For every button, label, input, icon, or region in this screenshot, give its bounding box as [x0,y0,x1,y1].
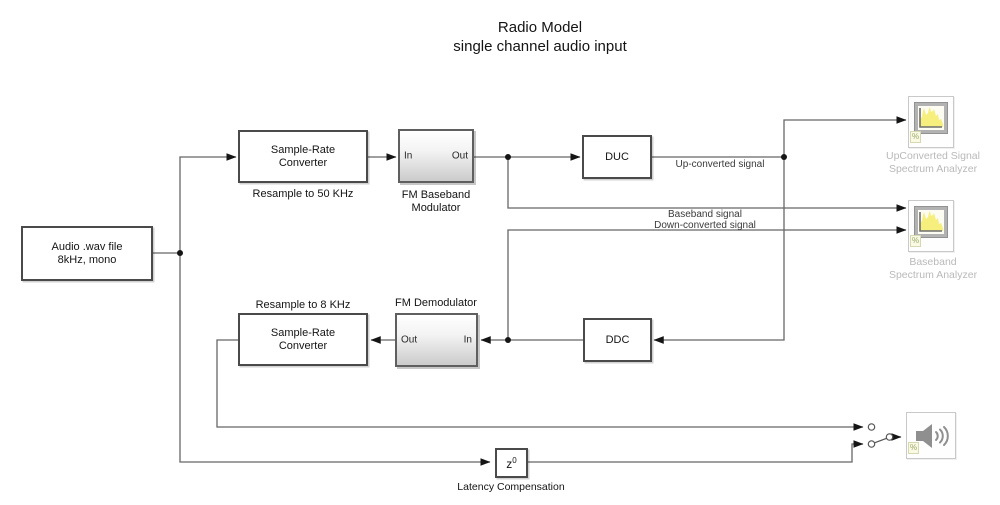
latency-symbol: z0 [506,455,517,471]
audio-source-label-line2: 8kHz, mono [57,253,117,266]
block-upconverted-spectrum-analyzer[interactable]: % [908,96,954,148]
wire-to-ddc [653,157,785,344]
signal-label-up-converted: Up-converted signal [675,159,765,170]
speaker-icon [916,424,949,448]
demodulator-port-out: Out [401,334,418,346]
latency-caption: Latency Compensation [457,481,565,493]
comment-badge-icon: % [910,131,921,143]
comment-badge-icon: % [910,235,921,247]
model-title-line2: single channel audio input [453,38,627,55]
block-sample-rate-converter-top[interactable]: Sample-Rate Converter [238,130,368,183]
junction-dots [177,154,787,343]
block-fm-baseband-modulator[interactable]: In Out [398,129,474,183]
modulator-port-out: Out [451,150,468,162]
modulator-caption: FM Baseband Modulator [401,189,471,214]
spectrum-scope-icon [914,206,948,238]
block-audio-source[interactable]: Audio .wav file 8kHz, mono [21,226,153,281]
src-top-label-line1: Sample-Rate [270,143,336,156]
modulator-port-in: In [404,150,413,162]
wire-src-bottom-to-switch [216,339,864,431]
src-top-label-line2: Converter [278,156,328,169]
spectrum-scope-icon [914,102,948,134]
model-title-line1: Radio Model [497,19,583,36]
block-latency-compensation[interactable]: z0 [495,448,528,478]
ddc-label: DDC [605,333,630,346]
baseband-analyzer-caption: Baseband Spectrum Analyzer [888,256,978,281]
block-fm-demodulator[interactable]: Out In [395,313,478,367]
wire-downconverted-signal [507,226,907,340]
comment-badge-icon: % [908,442,919,454]
block-duc[interactable]: DUC [582,135,652,179]
wire-latency-to-switch [528,440,864,463]
demodulator-caption: FM Demodulator [395,297,477,309]
block-ddc[interactable]: DDC [583,318,652,362]
audio-source-label-line1: Audio .wav file [51,240,123,253]
signal-label-down-converted: Down-converted signal [654,219,756,231]
duc-label: DUC [605,150,629,163]
wire-baseband-signal [507,157,907,212]
block-sample-rate-converter-bottom[interactable]: Sample-Rate Converter [238,313,368,366]
wire-audio-to-latency [179,253,491,466]
manual-switch[interactable] [867,423,894,448]
demodulator-port-in: In [463,334,472,346]
block-audio-device-writer[interactable]: % [906,412,956,459]
model-title: Radio Model single channel audio input [240,18,840,56]
src-top-caption: Resample to 50 KHz [252,188,354,200]
signal-label-baseband: Baseband signal [668,209,742,220]
wire-audio-to-src-top [179,153,237,253]
wire-to-upconverted-analyzer [783,116,907,157]
block-baseband-spectrum-analyzer[interactable]: % [908,200,954,252]
src-bottom-label-line1: Sample-Rate [270,326,336,339]
src-bottom-caption: Resample to 8 KHz [255,299,351,311]
src-bottom-label-line2: Converter [278,339,328,352]
upconverted-analyzer-caption: UpConverted Signal Spectrum Analyzer [886,150,980,175]
